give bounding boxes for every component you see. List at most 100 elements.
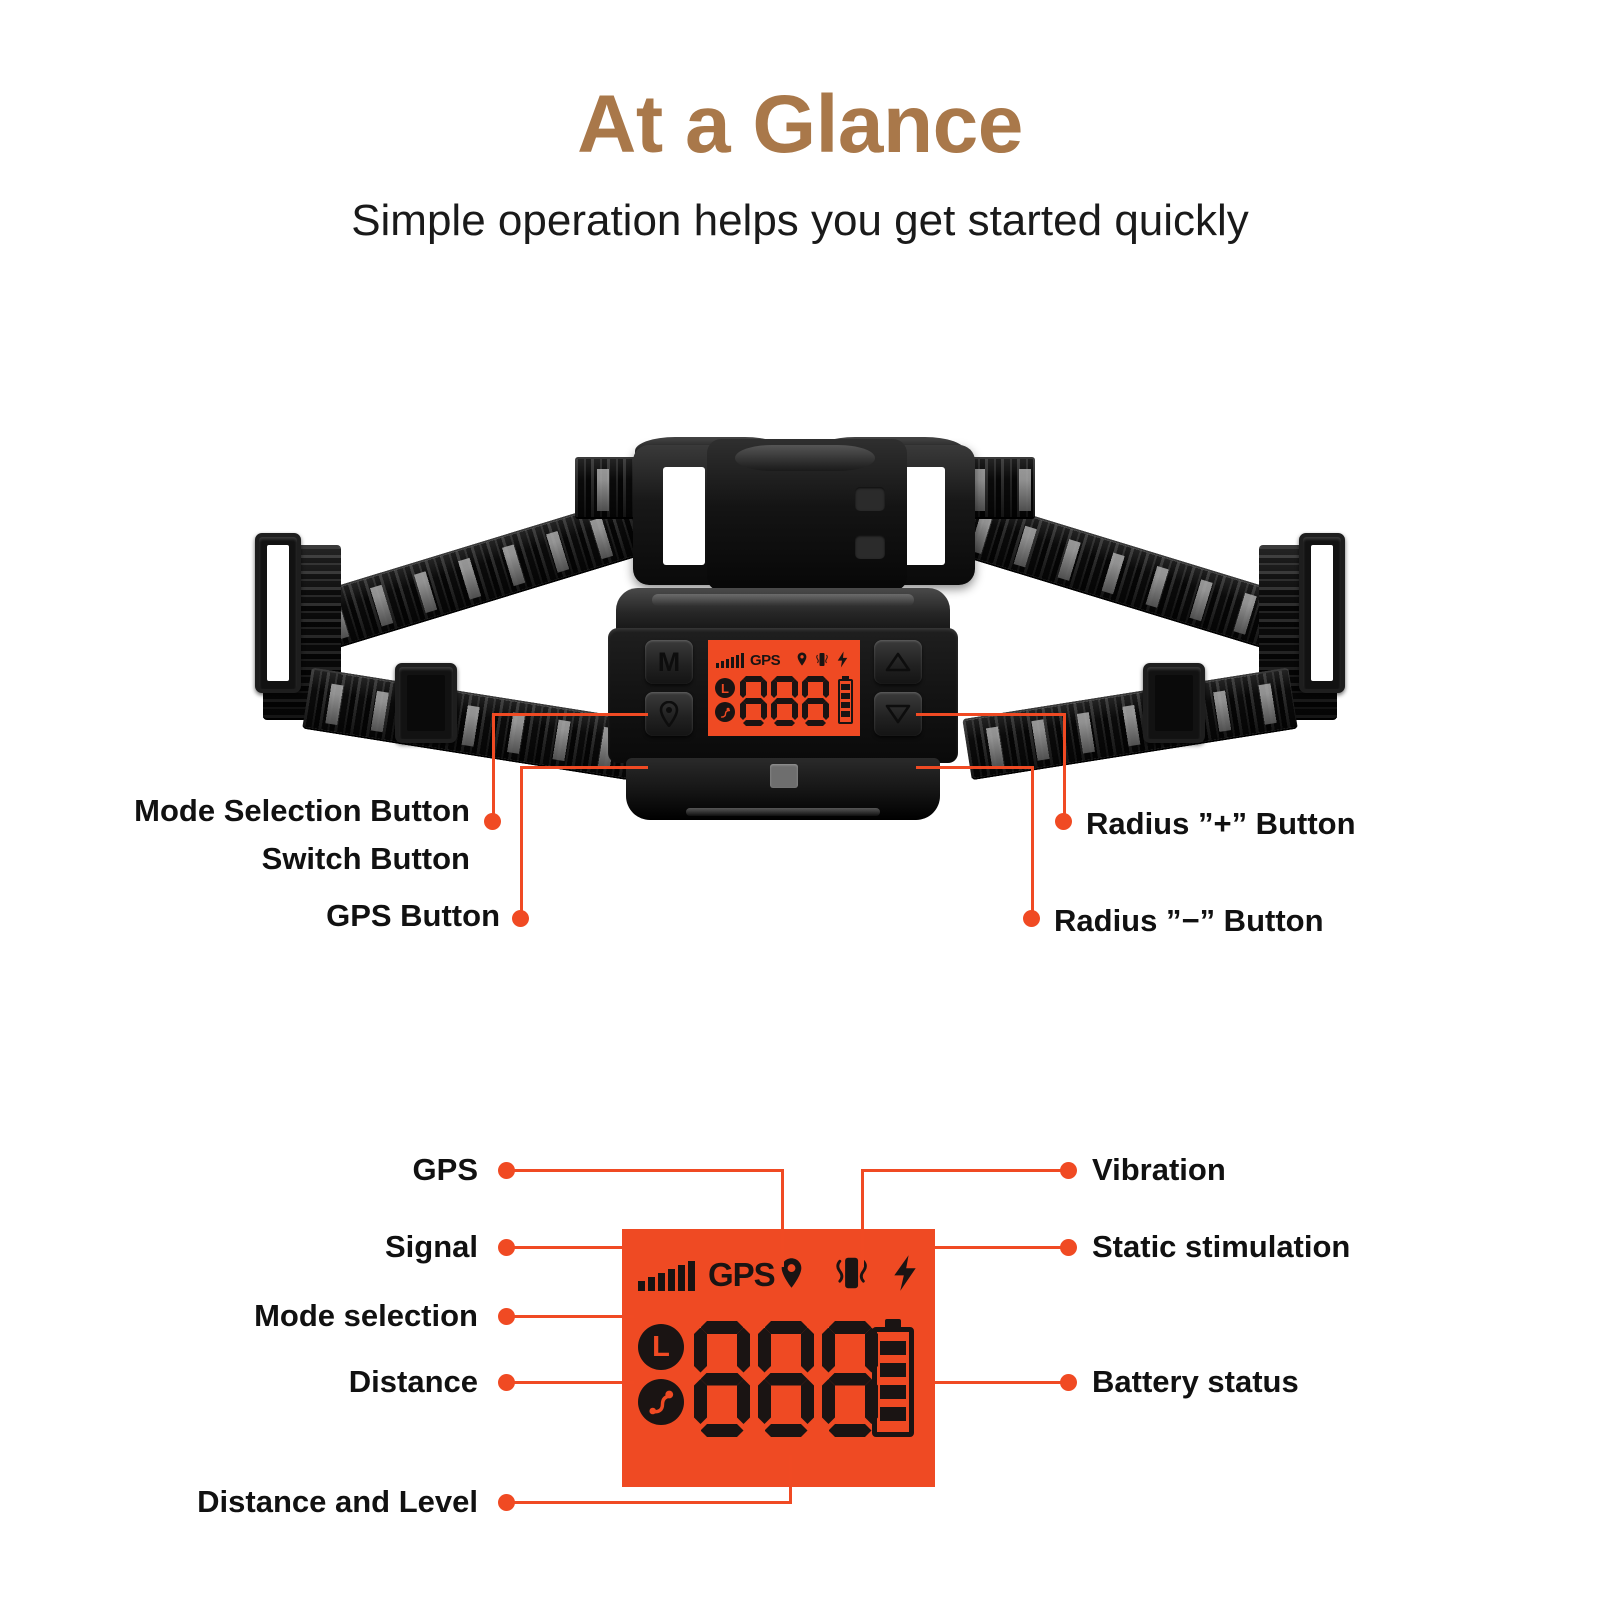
callout-line-distance-level	[506, 1501, 792, 1504]
label-switch-button: Switch Button	[261, 841, 470, 876]
mode-selection-button[interactable]: M	[645, 640, 693, 684]
callout-line-radius-minus-v	[1031, 766, 1034, 918]
label-gps: GPS	[412, 1152, 478, 1187]
gps-text: GPS	[708, 1256, 776, 1293]
label-mode-selection: Mode selection	[254, 1298, 478, 1333]
segment-b	[801, 1328, 814, 1373]
seven-segment-digit	[802, 676, 829, 726]
seven-segment-digit	[822, 1321, 878, 1437]
segment-a	[774, 676, 795, 682]
callout-dot-battery	[1060, 1374, 1077, 1391]
segment-g	[829, 1373, 872, 1386]
segment-e	[802, 701, 808, 720]
m-glyph: M	[657, 646, 681, 677]
callout-line-gps-btn	[520, 766, 648, 769]
mode-badge: L	[638, 1324, 684, 1370]
segment-g	[743, 698, 764, 704]
gps-button[interactable]	[645, 692, 693, 736]
label-gps-button: GPS Button	[326, 898, 500, 933]
segment-c	[792, 701, 798, 720]
segment-f	[822, 1328, 835, 1373]
collar-slider-right	[1143, 663, 1205, 743]
segment-b	[737, 1328, 750, 1373]
receiver-indicator-led	[770, 764, 798, 788]
collar-end-keeper-left	[255, 533, 301, 693]
seven-segment-digit	[758, 1321, 814, 1437]
label-distance: Distance	[348, 1364, 478, 1399]
segment-g	[805, 698, 826, 704]
callout-line-battery	[930, 1381, 1065, 1384]
segment-c	[737, 1379, 750, 1424]
segment-e	[771, 701, 777, 720]
callout-dot-radius-minus	[1023, 910, 1040, 927]
callout-line-vibration	[861, 1169, 1065, 1172]
segment-d	[765, 1424, 808, 1437]
collar-strap-lower-right	[962, 667, 1298, 781]
seven-segment-digits	[694, 1321, 878, 1437]
page-title: At a Glance	[577, 79, 1023, 170]
battery-icon-small	[838, 676, 853, 724]
callout-dot-static	[1060, 1239, 1077, 1256]
segment-a	[829, 1321, 872, 1334]
label-vibration: Vibration	[1092, 1152, 1226, 1187]
device-lcd-small: GPS L	[708, 640, 860, 736]
label-distance-and-level: Distance and Level	[197, 1484, 478, 1519]
distance-badge-small	[715, 702, 735, 722]
label-radius-plus-button: Radius ”+” Button	[1086, 806, 1356, 841]
collar-slider-left	[395, 663, 457, 743]
route-pin-icon-small	[720, 707, 730, 718]
distance-badge	[638, 1379, 684, 1425]
callout-line-vibration-v	[861, 1169, 864, 1267]
segment-g	[774, 698, 795, 704]
segment-b	[823, 679, 829, 698]
segment-d	[774, 720, 795, 726]
collar-strap-lower-left	[302, 667, 638, 781]
callout-line-mode	[492, 713, 648, 716]
collar-end-keeper-right	[1299, 533, 1345, 693]
segment-g	[765, 1373, 808, 1386]
route-pin-icon	[649, 1390, 674, 1415]
triangle-down-icon	[885, 704, 911, 724]
segment-b	[761, 679, 767, 698]
seven-segment-digit	[694, 1321, 750, 1437]
segment-d	[829, 1424, 872, 1437]
segment-f	[771, 679, 777, 698]
callout-line-gps	[506, 1169, 784, 1172]
segment-c	[823, 701, 829, 720]
callout-dot-radius-plus	[1055, 813, 1072, 830]
segment-a	[765, 1321, 808, 1334]
segment-f	[740, 679, 746, 698]
segment-a	[805, 676, 826, 682]
radius-plus-button[interactable]	[874, 640, 922, 684]
callout-line-static	[930, 1246, 1065, 1249]
callout-line-radius-plus	[916, 713, 1066, 716]
segment-d	[805, 720, 826, 726]
segment-a	[701, 1321, 744, 1334]
receiver-unit: M GPS	[608, 588, 958, 830]
gps-pin-icon	[781, 1258, 802, 1288]
callout-line-gps-btn-v	[520, 766, 523, 918]
callout-dot-vibration	[1060, 1162, 1077, 1179]
lcd-display-diagram: GPS L	[622, 1229, 935, 1487]
seven-segment-digit	[740, 676, 767, 726]
lightning-icon	[894, 1255, 916, 1291]
segment-e	[694, 1379, 707, 1424]
page-subtitle: Simple operation helps you get started q…	[351, 196, 1249, 245]
label-radius-minus-button: Radius ”−” Button	[1054, 903, 1324, 938]
location-pin-icon	[659, 701, 679, 727]
segment-f	[802, 679, 808, 698]
label-battery-status: Battery status	[1092, 1364, 1299, 1399]
seven-segment-digit	[771, 676, 798, 726]
vibration-icon	[836, 1257, 867, 1289]
lightning-icon-small	[837, 651, 848, 668]
segment-e	[758, 1379, 771, 1424]
callout-dot-gps-btn	[512, 910, 529, 927]
callout-line-distance-level-v	[789, 1455, 792, 1504]
vibration-icon-small	[816, 653, 828, 666]
gps-text-small: GPS	[750, 652, 781, 669]
battery-icon	[872, 1319, 914, 1437]
radius-minus-button[interactable]	[874, 692, 922, 736]
label-static-stimulation: Static stimulation	[1092, 1229, 1351, 1264]
triangle-up-icon	[885, 652, 911, 672]
